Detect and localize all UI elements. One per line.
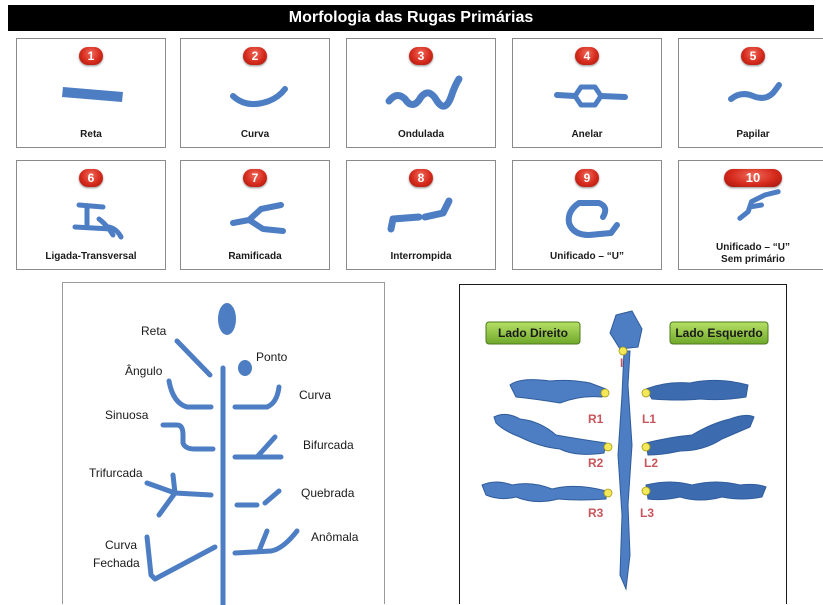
card-label-line1: Unificado – “U” xyxy=(681,242,823,254)
label-l3: L3 xyxy=(640,506,654,520)
angulo-shape xyxy=(169,381,211,407)
card-label-line2: Sem primário xyxy=(681,254,823,266)
card-label: Ondulada xyxy=(349,129,493,141)
card-papilar: 5 Papilar xyxy=(678,38,823,148)
morphology-tree-panel: Reta Ponto Ângulo Curva Sinuosa Bifurcad… xyxy=(62,282,385,604)
marker-l3 xyxy=(642,487,650,495)
label-reta: Reta xyxy=(141,324,167,338)
label-r3: R3 xyxy=(588,506,604,520)
label-angulo: Ângulo xyxy=(125,363,163,378)
ramificada-rugae-icon xyxy=(181,187,331,247)
label-i: I xyxy=(620,356,623,370)
label-curva-fechada-2: Fechada xyxy=(93,556,140,570)
quebrada-shape xyxy=(237,491,279,505)
rugae-r3-shape xyxy=(482,482,606,502)
number-badge: 5 xyxy=(741,47,765,65)
rugae-l2-shape xyxy=(646,415,754,455)
marker-l1 xyxy=(642,389,650,397)
label-curva: Curva xyxy=(299,388,331,402)
palate-diagram: Lado Direito Lado Esquerdo I R1 L1 R2 xyxy=(460,285,788,605)
label-l2: L2 xyxy=(644,456,658,470)
papilla-shape xyxy=(218,303,236,335)
anelar-rugae-icon xyxy=(513,65,663,125)
label-anomala: Anômala xyxy=(311,530,359,544)
card-label: Reta xyxy=(19,129,163,141)
number-badge: 7 xyxy=(243,169,267,187)
curva-rugae-icon xyxy=(181,65,331,125)
rugae-r1-shape xyxy=(510,380,606,403)
page-title: Morfologia das Rugas Primárias xyxy=(8,5,814,31)
label-bifurcada: Bifurcada xyxy=(303,438,354,452)
reta-rugae-icon xyxy=(17,65,167,125)
card-label: Papilar xyxy=(681,129,823,141)
ligada-transversal-rugae-icon xyxy=(17,187,167,247)
label-ponto: Ponto xyxy=(256,350,288,364)
card-unificado-u: 9 Unificado – “U” xyxy=(512,160,662,270)
lado-esquerdo-label: Lado Esquerdo xyxy=(675,326,762,340)
papilar-rugae-icon xyxy=(679,65,823,125)
marker-r3 xyxy=(604,489,612,497)
label-trifurcada: Trifurcada xyxy=(89,466,143,480)
ondulada-rugae-icon xyxy=(347,65,497,125)
trifurcada-shape xyxy=(147,475,211,515)
number-badge: 3 xyxy=(409,47,433,65)
card-ligada-transversal: 6 Ligada-Transversal xyxy=(16,160,166,270)
label-r1: R1 xyxy=(588,412,604,426)
card-ondulada: 3 Ondulada xyxy=(346,38,496,148)
card-anelar: 4 Anelar xyxy=(512,38,662,148)
label-sinuosa: Sinuosa xyxy=(105,408,149,422)
rugae-l1-shape xyxy=(646,380,748,400)
card-curva: 2 Curva xyxy=(180,38,330,148)
card-label: Ligada-Transversal xyxy=(19,251,163,263)
reta-shape xyxy=(177,341,210,375)
sinuosa-shape xyxy=(163,425,213,449)
marker-l2 xyxy=(642,443,650,451)
number-badge: 2 xyxy=(243,47,267,65)
marker-i xyxy=(619,347,627,355)
number-badge: 4 xyxy=(575,47,599,65)
label-curva-fechada-1: Curva xyxy=(105,538,137,552)
card-interrompida: 8 Interrompida xyxy=(346,160,496,270)
card-label: Curva xyxy=(183,129,327,141)
palate-diagram-panel: Lado Direito Lado Esquerdo I R1 L1 R2 xyxy=(459,284,787,604)
curva-shape xyxy=(235,387,279,407)
marker-r1 xyxy=(601,389,609,397)
unificado-u-rugae-icon xyxy=(513,187,663,247)
label-l1: L1 xyxy=(642,412,656,426)
card-label: Ramificada xyxy=(183,251,327,263)
marker-r2 xyxy=(604,443,612,451)
card-label: Unificado – “U” Sem primário xyxy=(681,242,823,266)
incisive-papilla-shape xyxy=(610,311,642,349)
number-badge: 6 xyxy=(79,169,103,187)
card-label: Interrompida xyxy=(349,251,493,263)
morphology-tree: Reta Ponto Ângulo Curva Sinuosa Bifurcad… xyxy=(63,283,386,605)
number-badge: 1 xyxy=(79,47,103,65)
median-raphe-shape xyxy=(618,351,632,589)
label-r2: R2 xyxy=(588,456,604,470)
card-label: Anelar xyxy=(515,129,659,141)
card-unificado-u-sem-primario: 10 Unificado – “U” Sem primário xyxy=(678,160,823,270)
number-badge: 9 xyxy=(575,169,599,187)
card-label: Unificado – “U” xyxy=(515,251,659,263)
bifurcada-shape xyxy=(235,437,281,457)
number-badge: 8 xyxy=(409,169,433,187)
label-quebrada: Quebrada xyxy=(301,486,355,500)
curva-fechada-shape xyxy=(147,537,215,579)
lado-direito-label: Lado Direito xyxy=(498,326,568,340)
anomala-shape xyxy=(235,531,297,553)
ponto-shape xyxy=(238,360,252,376)
card-ramificada: 7 Ramificada xyxy=(180,160,330,270)
rugae-l3-shape xyxy=(646,482,766,500)
unificado-sem-primario-rugae-icon xyxy=(679,185,823,235)
interrompida-rugae-icon xyxy=(347,187,497,247)
card-reta: 1 Reta xyxy=(16,38,166,148)
